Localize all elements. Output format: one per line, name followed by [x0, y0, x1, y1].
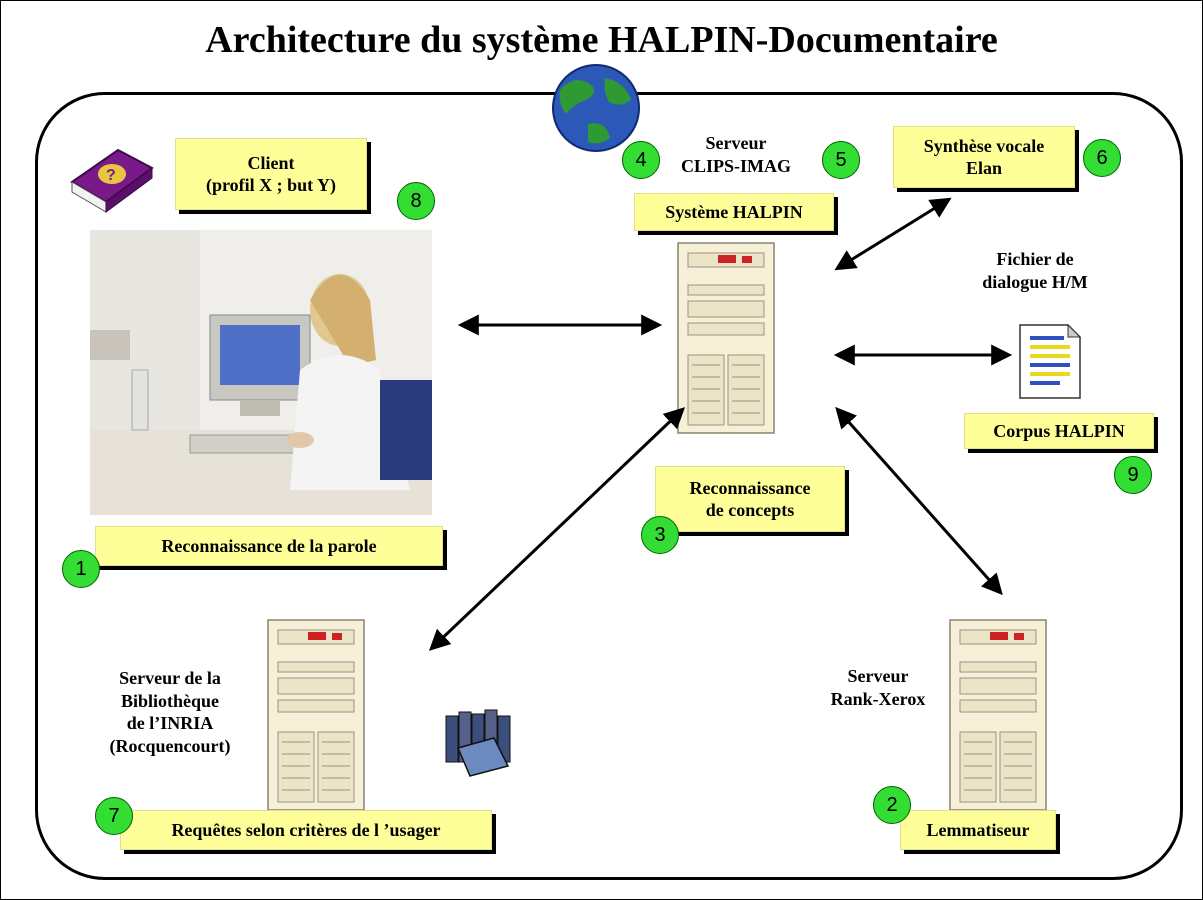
corpus-halpin-label: Corpus HALPIN [964, 413, 1154, 449]
step-3-badge: 3 [641, 516, 679, 554]
requetes-label: Requêtes selon critères de l ’usager [120, 810, 492, 850]
corpus-halpin-label-text: Corpus HALPIN [993, 420, 1125, 441]
reconnaissance-concepts-label: Reconnaissance de concepts [655, 466, 845, 532]
synthese-vocale-label: Synthèse vocale Elan [893, 126, 1075, 188]
step-7-badge: 7 [95, 797, 133, 835]
step-6-badge: 6 [1083, 139, 1121, 177]
client-label: Client (profil X ; but Y) [175, 138, 367, 210]
step-8-badge: 8 [397, 182, 435, 220]
serveur-clips-label: Serveur CLIPS-IMAG [680, 133, 791, 177]
serveur-bibliotheque-label: Serveur de la Bibliothèque de l’INRIA (R… [109, 668, 231, 756]
serveur-rank-xerox-label: Serveur Rank-Xerox [830, 666, 926, 710]
diagram-title: Architecture du système HALPIN-Documenta… [205, 19, 998, 61]
systeme-halpin-label: Système HALPIN [634, 193, 834, 231]
lemmatiseur-label-text: Lemmatiseur [926, 819, 1030, 840]
reconnaissance-concepts-label-text: Reconnaissance de concepts [689, 477, 811, 521]
synthese-vocale-label-text: Synthèse vocale Elan [923, 135, 1045, 179]
fichier-dialogue-label: Fichier de dialogue H/M [982, 249, 1088, 293]
step-5-badge: 5 [822, 141, 860, 179]
reconnaissance-parole-label-text: Reconnaissance de la parole [161, 535, 377, 556]
step-9-badge: 9 [1114, 456, 1152, 494]
systeme-halpin-label-text: Système HALPIN [665, 201, 803, 222]
user-at-computer-photo [90, 230, 432, 515]
step-1-badge: 1 [62, 550, 100, 588]
lemmatiseur-label: Lemmatiseur [900, 810, 1056, 850]
requetes-label-text: Requêtes selon critères de l ’usager [171, 819, 441, 840]
step-2-badge: 2 [873, 786, 911, 824]
client-label-text: Client (profil X ; but Y) [206, 152, 336, 196]
step-4-badge: 4 [622, 141, 660, 179]
reconnaissance-parole-label: Reconnaissance de la parole [95, 526, 443, 566]
